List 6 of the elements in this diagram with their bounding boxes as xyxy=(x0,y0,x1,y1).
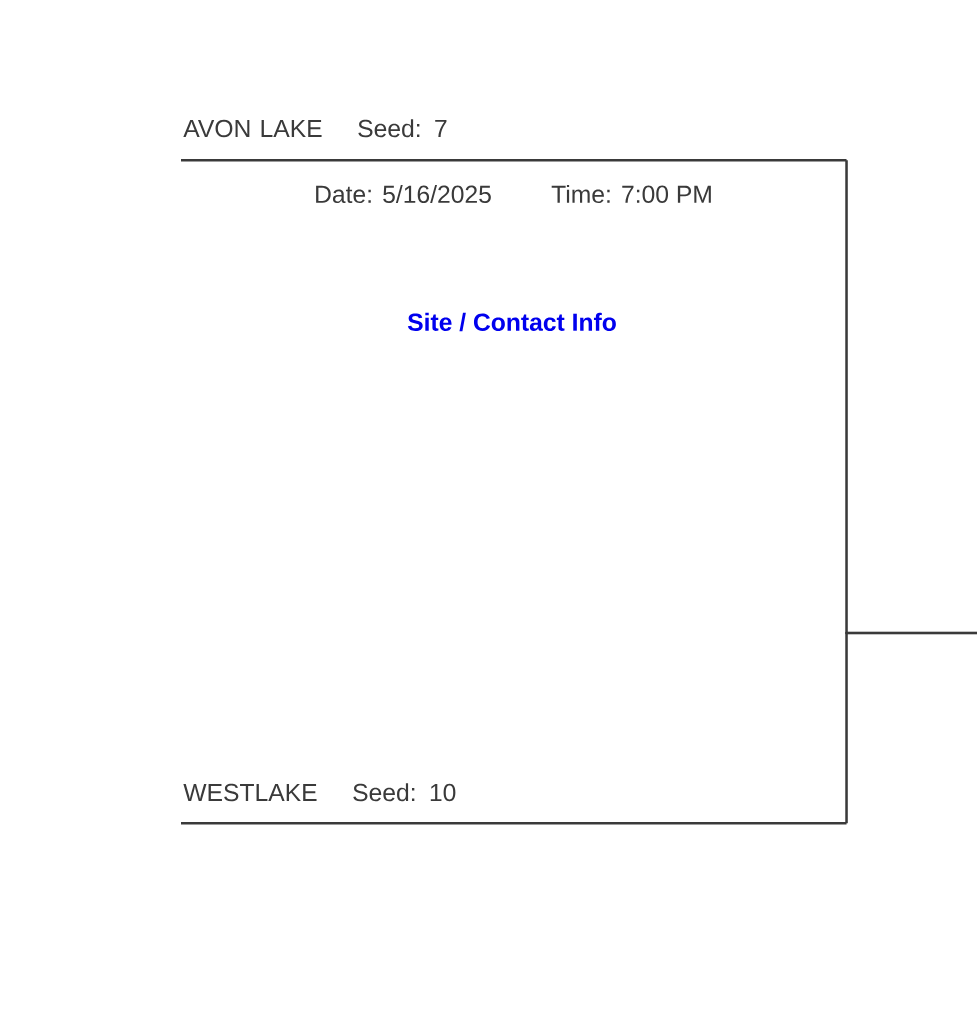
bracket-line xyxy=(845,631,977,824)
team-slot: WESTLAKE Seed: 10 xyxy=(181,783,847,825)
team-slot: AVON LAKE Seed: 7 xyxy=(181,119,847,162)
site-contact-link: Site / Contact Info xyxy=(407,312,616,332)
time-text: Time: 7:00 PM xyxy=(551,184,711,204)
date-text: Date: 5/16/2025 xyxy=(316,184,491,204)
